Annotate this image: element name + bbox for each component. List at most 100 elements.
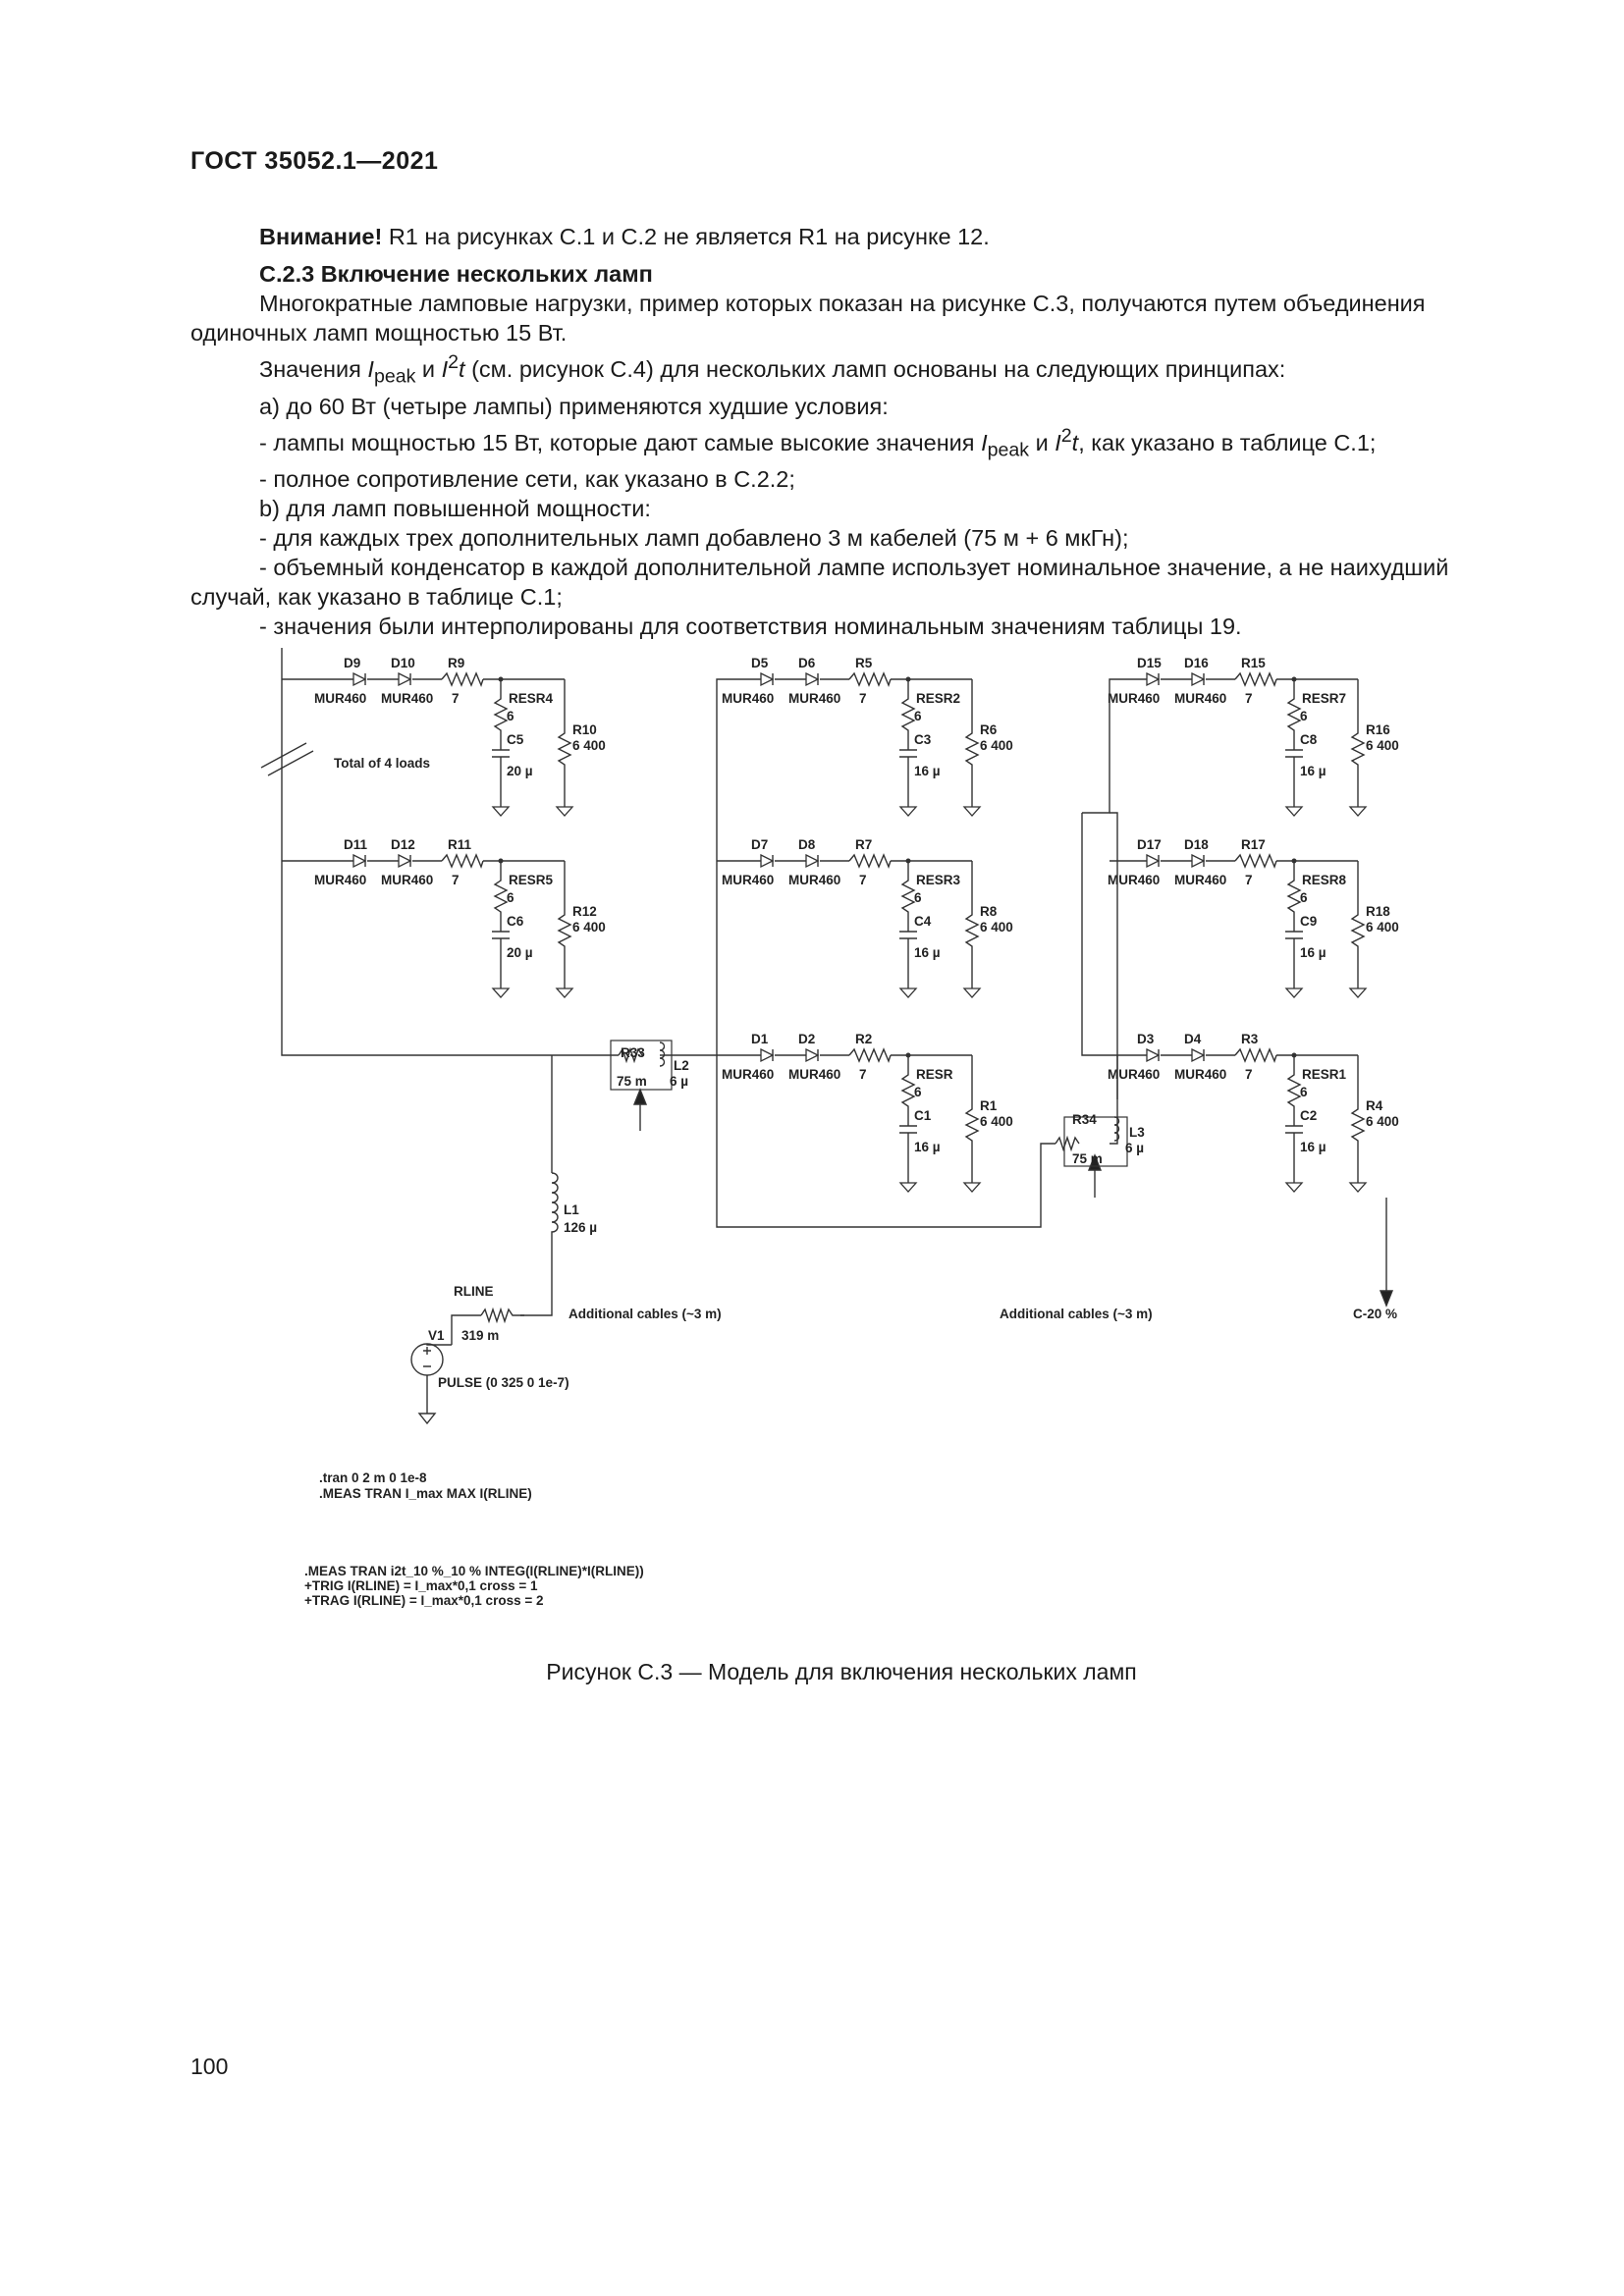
esr-label: RESR: [916, 1067, 953, 1082]
series-resistor-label: R7: [855, 837, 872, 852]
diode-2-label: D12: [391, 837, 415, 852]
ground-icon: [1348, 988, 1368, 998]
load-resistor-label: R10: [572, 722, 597, 737]
diode-icon: [760, 671, 775, 687]
diode-2-model: MUR460: [381, 873, 433, 887]
series-resistor-label: R2: [855, 1032, 872, 1046]
load-resistor-label: R8: [980, 904, 998, 919]
document-header: ГОСТ 35052.1—2021: [190, 147, 439, 175]
ground-icon: [962, 806, 982, 817]
inductor-l1: L1 126 µ: [551, 1172, 597, 1237]
l2-label: L2: [674, 1058, 689, 1073]
diode-icon: [1146, 853, 1161, 869]
spice-directive-2: .MEAS TRAN I_max MAX I(RLINE): [319, 1486, 532, 1501]
load-resistor: [1350, 861, 1366, 988]
load-resistor: [557, 861, 572, 988]
diode-2-model: MUR460: [1174, 691, 1226, 706]
item-b1: - для каждых трех дополнительных ламп до…: [259, 525, 1129, 552]
load-resistor: [964, 1055, 980, 1183]
diode-icon: [805, 853, 820, 869]
ground-icon: [1284, 1182, 1304, 1193]
capacitor-label: C5: [507, 732, 524, 747]
load-resistor-value: 6 400: [572, 738, 606, 753]
spice-directive-4: +TRIG I(RLINE) = I_max*0,1 cross = 1: [304, 1578, 538, 1593]
item-a1-post: , как указано в таблице С.1;: [1078, 429, 1377, 455]
capacitor-value: 16 µ: [1300, 1140, 1326, 1154]
capacitor-label: C8: [1300, 732, 1318, 747]
series-resistor-label: R3: [1241, 1032, 1259, 1046]
diode-1-model: MUR460: [722, 1067, 774, 1082]
cable-segment-2: R34 75 m L3 6 µ: [1055, 1112, 1145, 1167]
additional-cables-label-2: Additional cables (~3 m): [1000, 1307, 1153, 1321]
capacitor-label: C2: [1300, 1108, 1317, 1123]
total-loads-label: Total of 4 loads: [334, 756, 430, 771]
diode-icon: [805, 1047, 820, 1063]
warning-text: R1 на рисунках С.1 и С.2 не является R1 …: [382, 224, 990, 249]
capacitor-value: 16 µ: [1300, 764, 1326, 778]
r34-value: 75 m: [1072, 1151, 1103, 1166]
ipeak-symbol: I: [367, 355, 374, 382]
ground-icon: [491, 806, 511, 817]
figure-caption: Рисунок С.3 — Модель для включения неско…: [546, 1659, 1137, 1684]
resistor-rline: RLINE 319 m: [454, 1284, 524, 1343]
series-resistor: [1234, 671, 1277, 687]
diode-1-label: D11: [344, 837, 368, 852]
load-resistor: [1350, 679, 1366, 807]
para2-and: и: [415, 355, 442, 382]
para2-text-a: Значения: [259, 355, 368, 382]
interconnect-wiring: [260, 648, 1394, 1345]
diode-icon: [760, 853, 775, 869]
series-resistor: [848, 1047, 892, 1063]
body-text: Внимание! R1 на рисунках С.1 и С.2 не яв…: [190, 222, 1496, 641]
diode-icon: [1191, 853, 1206, 869]
ground-icon: [898, 806, 918, 817]
item-b2: - объемный конденсатор в каждой дополнит…: [190, 555, 1449, 611]
diode-icon: [1191, 671, 1206, 687]
diode-icon: [760, 1047, 775, 1063]
diode-2-label: D8: [798, 837, 816, 852]
diode-icon: [1146, 1047, 1161, 1063]
capacitor-label: C6: [507, 914, 524, 929]
l2-value: 6 µ: [670, 1074, 688, 1089]
esr-capacitor-branch: [492, 679, 510, 807]
rline-label: RLINE: [454, 1284, 494, 1299]
capacitor-label: C9: [1300, 914, 1317, 929]
diode-1-model: MUR460: [1108, 1067, 1160, 1082]
esr-label: RESR7: [1302, 691, 1346, 706]
diode-2-label: D2: [798, 1032, 815, 1046]
load-resistor-value: 6 400: [980, 1114, 1013, 1129]
load-resistor-label: R4: [1366, 1098, 1383, 1113]
load-resistor-label: R6: [980, 722, 998, 737]
series-resistor: [848, 853, 892, 869]
item-b3: - значения были интерполированы для соот…: [259, 614, 1242, 640]
capacitor-value: 16 µ: [914, 945, 941, 960]
load-resistor-value: 6 400: [1366, 738, 1399, 753]
voltage-source-v1: V1 PULSE (0 325 0 1e-7): [410, 1328, 569, 1425]
diode-2-label: D4: [1184, 1032, 1202, 1046]
diode-icon: [398, 671, 412, 687]
i2t-t: t: [459, 355, 465, 382]
diode-icon: [1146, 671, 1161, 687]
capacitor-value: 16 µ: [914, 1140, 941, 1154]
item-a1-ipeak: I: [981, 429, 988, 455]
paragraph-1: Многократные ламповые нагрузки, пример к…: [190, 291, 1426, 346]
diode-icon: [352, 853, 367, 869]
esr-label: RESR8: [1302, 873, 1347, 887]
l3-label: L3: [1129, 1125, 1145, 1140]
diode-1-model: MUR460: [722, 691, 774, 706]
ground-icon: [898, 988, 918, 998]
diode-1-label: D3: [1137, 1032, 1155, 1046]
series-resistor: [441, 671, 484, 687]
load-resistor-value: 6 400: [980, 920, 1013, 934]
paragraph-2: Значения Ipeak и I2t (см. рисунок С.4) д…: [190, 347, 1496, 392]
warning-paragraph: Внимание! R1 на рисунках С.1 и С.2 не яв…: [190, 222, 1496, 251]
load-resistor-value: 6 400: [1366, 1114, 1399, 1129]
ground-icon: [555, 988, 574, 998]
capacitor-value: 20 µ: [507, 945, 533, 960]
page-number: 100: [190, 2054, 229, 2079]
r34-label: R34: [1072, 1112, 1097, 1127]
